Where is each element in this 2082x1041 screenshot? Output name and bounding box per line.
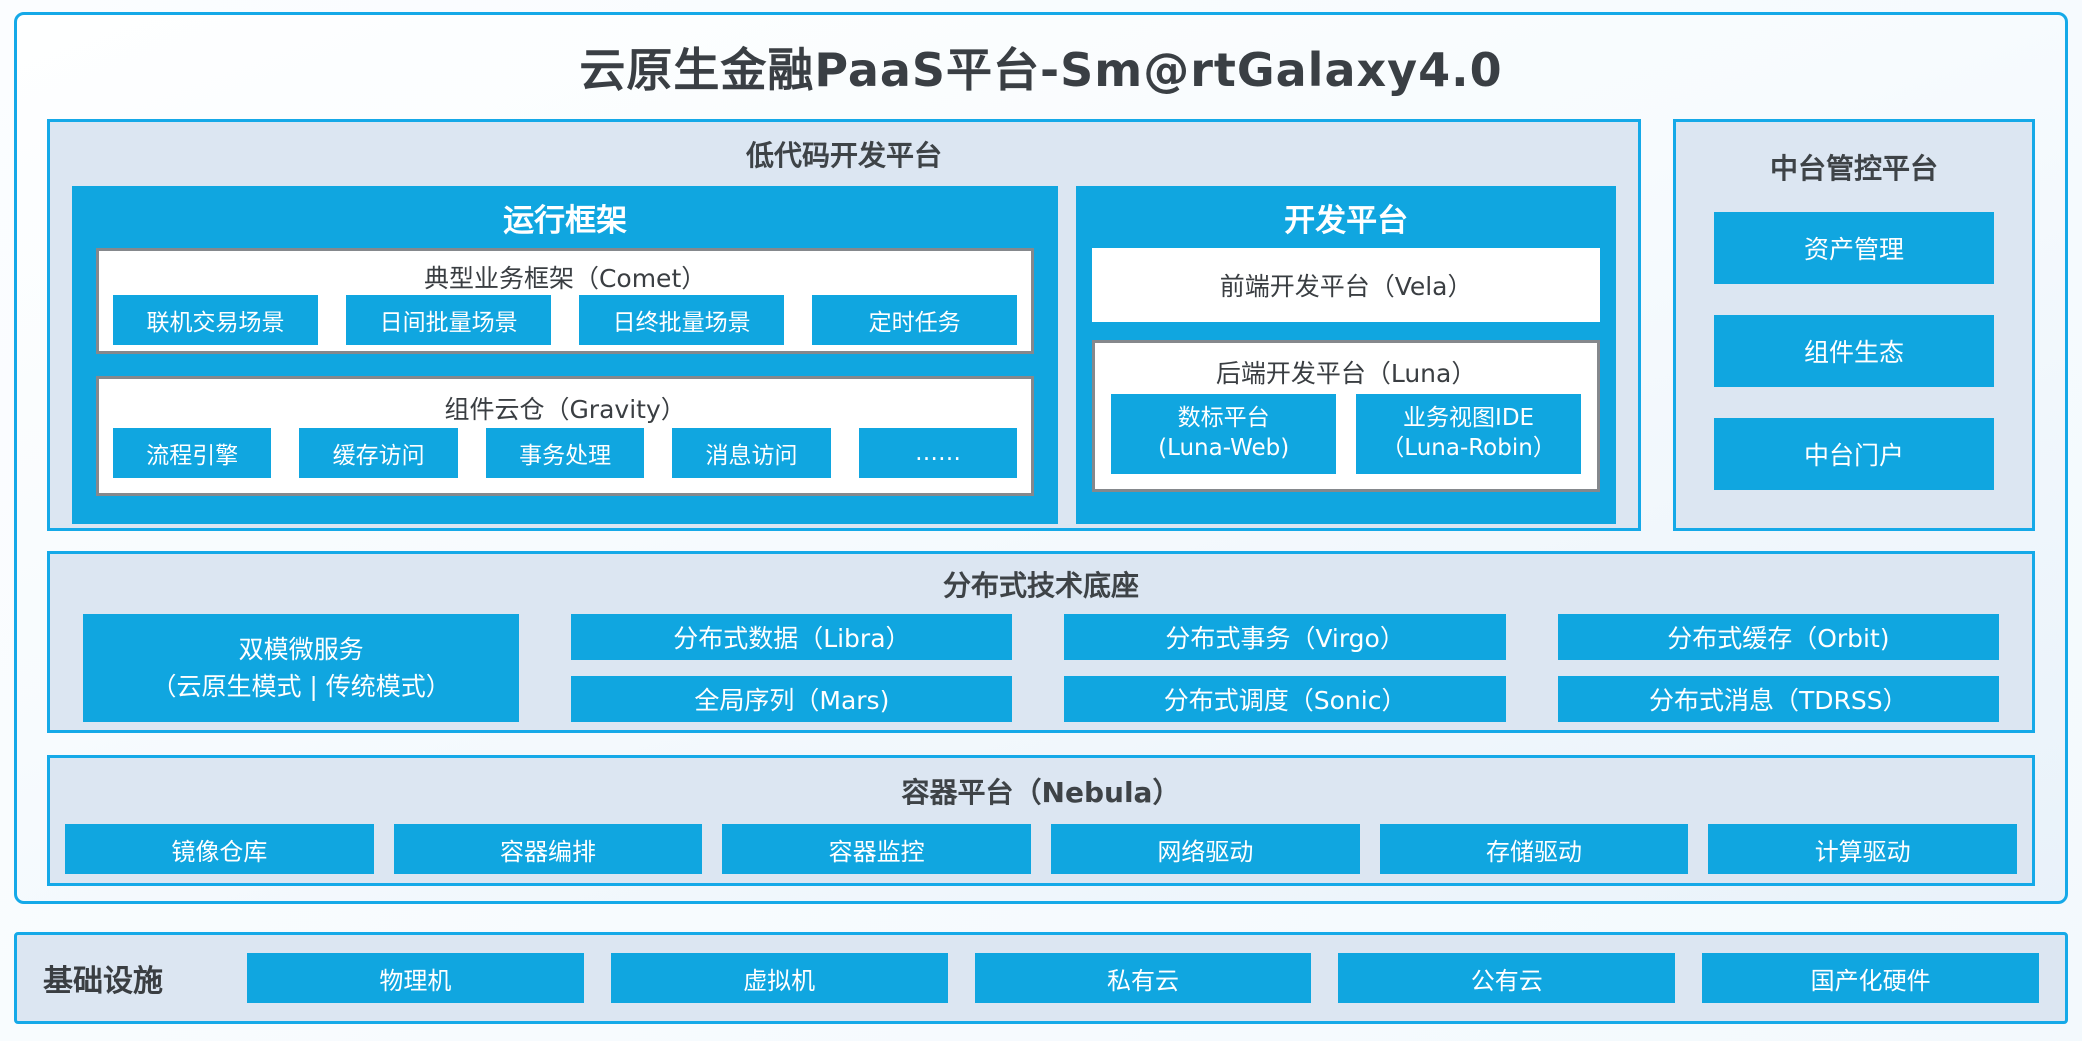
mid-platform-item: 中台门户 xyxy=(1714,418,1994,490)
lowcode-title: 低代码开发平台 xyxy=(745,139,942,172)
box-comet: 典型业务框架（Comet） 联机交易场景 日间批量场景 日终批量场景 定时任务 xyxy=(96,248,1035,354)
box-vela: 前端开发平台（Vela） xyxy=(1092,248,1600,322)
dual-mode-line1: 双模微服务 xyxy=(238,634,364,664)
distributed-item: 全局序列（Mars) xyxy=(571,676,1013,722)
infrastructure-item: 国产化硬件 xyxy=(1702,953,2039,1003)
gravity-item: 事务处理 xyxy=(485,428,645,479)
luna-item-code: （Luna-Robin） xyxy=(1381,434,1556,461)
luna-title: 后端开发平台（Luna） xyxy=(1215,359,1477,389)
gravity-item: 消息访问 xyxy=(672,428,831,479)
gravity-item-ellipsis: …… xyxy=(858,428,1018,479)
gravity-item: 缓存访问 xyxy=(299,428,458,479)
box-gravity: 组件云仓（Gravity） 流程引擎 缓存访问 事务处理 消息访问 …… xyxy=(96,376,1035,496)
dual-mode-line2: （云原生模式 | 传统模式） xyxy=(151,672,451,701)
distributed-item: 分布式数据（Libra） xyxy=(571,614,1013,660)
luna-item-code: (Luna-Web) xyxy=(1158,434,1290,461)
comet-item: 日间批量场景 xyxy=(346,295,552,345)
container-platform-item: 镜像仓库 xyxy=(65,824,374,874)
gravity-items-row: 流程引擎 缓存访问 事务处理 消息访问 …… xyxy=(99,428,1031,479)
distributed-items: 双模微服务 （云原生模式 | 传统模式） 分布式数据（Libra） 全局序列（M… xyxy=(83,614,1999,722)
luna-item-name: 业务视图IDE xyxy=(1403,404,1535,431)
gravity-item: 流程引擎 xyxy=(113,428,272,479)
infrastructure-items: 物理机 虚拟机 私有云 公有云 国产化硬件 xyxy=(247,953,2039,1003)
container-platform-item: 网络驱动 xyxy=(1051,824,1360,874)
panel-distributed-base: 分布式技术底座 双模微服务 （云原生模式 | 传统模式） 分布式数据（Libra… xyxy=(47,551,2035,733)
panel-runtime-framework: 运行框架 典型业务框架（Comet） 联机交易场景 日间批量场景 日终批量场景 … xyxy=(72,186,1059,524)
container-platform-item: 存储驱动 xyxy=(1379,824,1689,874)
luna-items-row: 数标平台 (Luna-Web) 业务视图IDE （Luna-Robin） xyxy=(1095,393,1597,474)
container-platform-items: 镜像仓库 容器编排 容器监控 网络驱动 存储驱动 计算驱动 xyxy=(65,824,2018,874)
platform-container: 云原生金融PaaS平台-Sm@rtGalaxy4.0 低代码开发平台 运行框架 … xyxy=(14,12,2068,904)
distributed-column: 分布式事务（Virgo） 分布式调度（Sonic） xyxy=(1064,614,1506,722)
comet-item: 联机交易场景 xyxy=(113,295,319,345)
top-row: 低代码开发平台 运行框架 典型业务框架（Comet） 联机交易场景 日间批量场景… xyxy=(47,119,2035,531)
panel-infrastructure: 基础设施 物理机 虚拟机 私有云 公有云 国产化硬件 xyxy=(14,932,2068,1024)
distributed-column: 分布式缓存（Orbit) 分布式消息（TDRSS） xyxy=(1557,614,1999,722)
dev-platform-title: 开发平台 xyxy=(1284,202,1409,239)
container-platform-item: 容器编排 xyxy=(393,824,703,874)
luna-item-web: 数标平台 (Luna-Web) xyxy=(1111,393,1337,474)
mid-platform-item: 资产管理 xyxy=(1714,212,1994,284)
box-dual-mode-microservice: 双模微服务 （云原生模式 | 传统模式） xyxy=(83,614,520,722)
vela-title: 前端开发平台（Vela） xyxy=(1219,272,1473,301)
mid-platform-title: 中台管控平台 xyxy=(1769,152,1938,185)
page-title: 云原生金融PaaS平台-Sm@rtGalaxy4.0 xyxy=(579,43,1503,97)
comet-items-row: 联机交易场景 日间批量场景 日终批量场景 定时任务 xyxy=(99,295,1031,345)
container-platform-item: 计算驱动 xyxy=(1708,824,2018,874)
infrastructure-item: 公有云 xyxy=(1338,953,1676,1003)
panel-container-platform: 容器平台（Nebula） 镜像仓库 容器编排 容器监控 网络驱动 存储驱动 计算… xyxy=(47,755,2035,886)
luna-item-robin: 业务视图IDE （Luna-Robin） xyxy=(1356,393,1582,474)
panel-mid-platform: 中台管控平台 资产管理 组件生态 中台门户 xyxy=(1673,119,2035,531)
distributed-item: 分布式缓存（Orbit) xyxy=(1557,614,1999,660)
comet-title: 典型业务框架（Comet） xyxy=(423,264,707,293)
mid-platform-item: 组件生态 xyxy=(1714,315,1994,387)
infrastructure-item: 虚拟机 xyxy=(610,953,948,1003)
box-luna: 后端开发平台（Luna） 数标平台 (Luna-Web) 业务视图IDE （Lu… xyxy=(1092,340,1600,492)
runtime-framework-title: 运行框架 xyxy=(503,202,628,239)
lowcode-body: 运行框架 典型业务框架（Comet） 联机交易场景 日间批量场景 日终批量场景 … xyxy=(72,186,1616,524)
infrastructure-item: 物理机 xyxy=(247,953,584,1003)
luna-item-name: 数标平台 xyxy=(1177,404,1270,431)
distributed-item: 分布式消息（TDRSS） xyxy=(1557,676,1999,722)
panel-lowcode: 低代码开发平台 运行框架 典型业务框架（Comet） 联机交易场景 日间批量场景… xyxy=(47,119,1641,531)
comet-item: 定时任务 xyxy=(812,295,1018,345)
gravity-title: 组件云仓（Gravity） xyxy=(444,394,686,424)
distributed-item: 分布式事务（Virgo） xyxy=(1064,614,1506,660)
container-platform-title: 容器平台（Nebula） xyxy=(901,776,1181,809)
container-platform-item: 容器监控 xyxy=(722,824,1032,874)
infrastructure-title: 基础设施 xyxy=(43,964,163,999)
panel-dev-platform: 开发平台 前端开发平台（Vela） 后端开发平台（Luna） 数标平台 (Lun… xyxy=(1076,186,1616,524)
distributed-base-title: 分布式技术底座 xyxy=(942,569,1139,602)
comet-item: 日终批量场景 xyxy=(579,295,785,345)
infrastructure-item: 私有云 xyxy=(974,953,1312,1003)
distributed-item: 分布式调度（Sonic） xyxy=(1064,676,1506,722)
distributed-column: 分布式数据（Libra） 全局序列（Mars) xyxy=(571,614,1013,722)
